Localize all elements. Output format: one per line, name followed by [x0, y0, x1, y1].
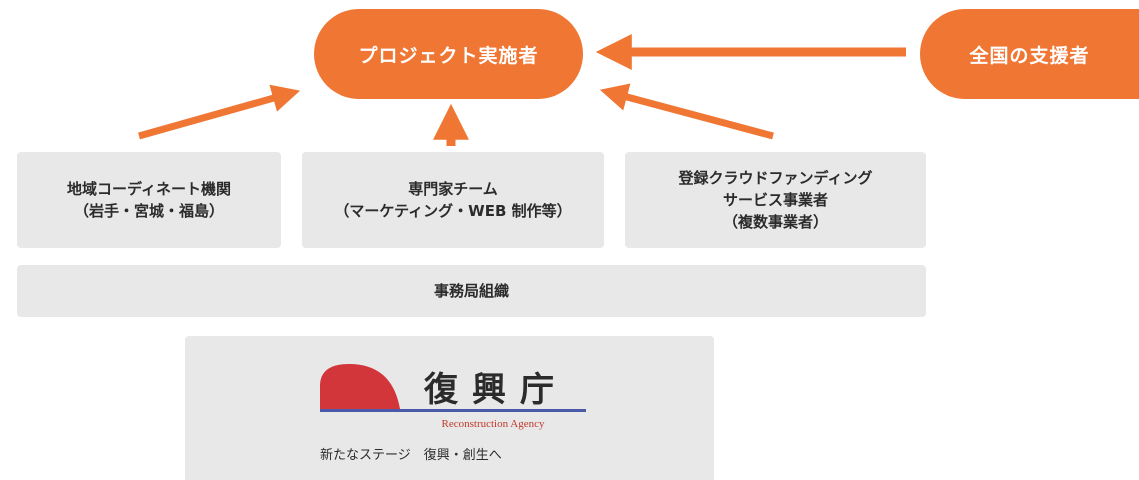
- regional-coordinator-title: 地域コーディネート機関: [67, 180, 231, 198]
- agency-name-en: Reconstruction Agency: [441, 418, 545, 430]
- regional-coordinator-areas: （岩手・宮城・福島）: [73, 202, 224, 220]
- secretariat-bar: 事務局組織: [17, 265, 926, 317]
- project-implementer-label: プロジェクト実施者: [358, 44, 539, 67]
- crowdfunding-provider-title-2: サービス事業者: [722, 191, 828, 209]
- agency-name-ja: 復興庁: [424, 370, 568, 410]
- project-implementer-node: プロジェクト実施者: [314, 9, 583, 99]
- secretariat-label: 事務局組織: [433, 282, 509, 300]
- expert-team-fields: （マーケティング・WEB 制作等）: [334, 202, 572, 220]
- nationwide-supporters-label: 全国の支援者: [969, 44, 1090, 67]
- expert-team-box: 専門家チーム （マーケティング・WEB 制作等）: [302, 152, 604, 248]
- agency-tagline: 新たなステージ 復興・創生へ: [320, 448, 502, 463]
- nationwide-supporters-node: 全国の支援者: [920, 9, 1139, 99]
- regional-coordinator-box: 地域コーディネート機関 （岩手・宮城・福島）: [17, 152, 281, 248]
- arrow-regional-to-implementer: [138, 84, 301, 140]
- crowdfunding-provider-title-1: 登録クラウドファンディング: [678, 169, 873, 187]
- reconstruction-agency-logo-mark: [320, 364, 586, 412]
- reconstruction-agency-logo-panel: [185, 336, 714, 480]
- expert-team-title: 専門家チーム: [408, 180, 498, 198]
- crowdfunding-provider-box: 登録クラウドファンディング サービス事業者 （複数事業者）: [625, 152, 926, 248]
- arrow-platform-to-implementer: [599, 83, 774, 140]
- logo-rule: [320, 409, 586, 412]
- crowdfunding-provider-note: （複数事業者）: [722, 213, 828, 231]
- rising-sun-icon: [320, 364, 400, 409]
